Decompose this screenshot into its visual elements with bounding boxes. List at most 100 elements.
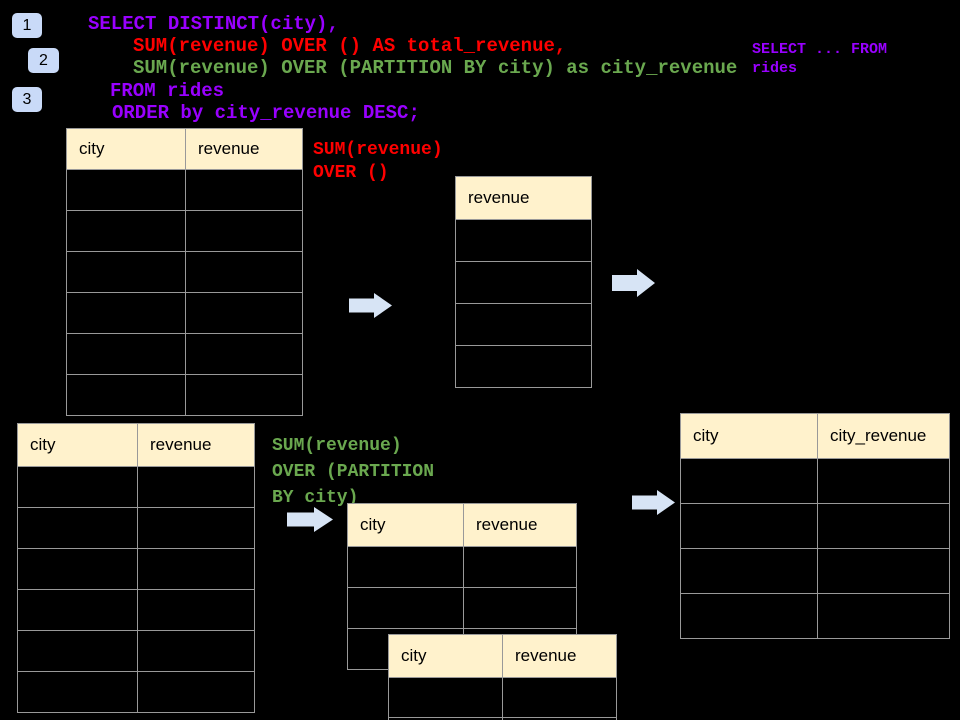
table-cell — [464, 588, 576, 628]
table-partition-back: city revenue — [388, 634, 617, 720]
step-badge-1: 1 — [12, 13, 42, 38]
table-cell — [456, 220, 591, 261]
table-row — [456, 303, 591, 345]
column-header: city — [681, 414, 818, 458]
table-cell — [681, 459, 818, 503]
table-header-row: city revenue — [389, 635, 616, 677]
table-cell — [67, 211, 186, 251]
total-over-label-line-1: SUM(revenue) — [313, 140, 443, 160]
table-row — [389, 677, 616, 717]
table-row — [681, 548, 949, 593]
table-cell — [456, 346, 591, 387]
arrow-right-icon — [349, 293, 392, 318]
table-row — [681, 593, 949, 638]
sql-line-from: FROM rides — [110, 80, 225, 102]
column-header: revenue — [515, 646, 577, 665]
table-row — [18, 507, 254, 548]
column-header: city — [348, 504, 464, 546]
table-cell — [67, 375, 186, 415]
arrow-right-icon — [287, 507, 333, 532]
table-row — [67, 251, 302, 292]
column-header: city — [67, 129, 186, 169]
table-cell — [67, 252, 186, 292]
table-cell — [18, 549, 138, 589]
table-cell — [818, 549, 949, 593]
table-cell — [138, 672, 254, 712]
table-row — [18, 548, 254, 589]
table-cell — [67, 170, 186, 210]
table-cell — [138, 508, 254, 548]
table-cell — [818, 594, 949, 638]
step-badge-3: 3 — [12, 87, 42, 112]
table-cell — [348, 588, 464, 628]
table-cell — [138, 590, 254, 630]
table-cell — [18, 508, 138, 548]
table-cell — [186, 252, 302, 292]
table-row — [18, 671, 254, 712]
table-cell — [681, 504, 818, 548]
table-row — [18, 466, 254, 507]
column-header: city_revenue — [830, 426, 927, 445]
table-partition-front: city revenue — [347, 503, 577, 670]
table-cell — [18, 467, 138, 507]
table-row — [348, 546, 576, 587]
table-cell — [681, 594, 818, 638]
table-row — [67, 169, 302, 210]
table-header-row: city revenue — [348, 504, 576, 546]
table-cell — [456, 304, 591, 345]
table-cell — [67, 334, 186, 374]
table-source-top: city revenue — [66, 128, 303, 416]
table-cell — [389, 718, 503, 720]
table-row — [67, 210, 302, 251]
table-row — [18, 630, 254, 671]
partition-label-line-3: BY city) — [272, 488, 359, 508]
table-cell — [818, 504, 949, 548]
table-result: city city_revenue — [680, 413, 950, 639]
table-cell — [818, 459, 949, 503]
table-row — [456, 345, 591, 387]
arrow-right-icon — [632, 490, 675, 515]
table-cell — [681, 549, 818, 593]
sql-line-total: SUM(revenue) OVER () AS total_revenue, — [133, 35, 567, 57]
table-cell — [18, 631, 138, 671]
table-cell — [138, 549, 254, 589]
sql-line-select: SELECT DISTINCT(city), — [88, 13, 339, 35]
sql-line-order: ORDER by city_revenue DESC; — [112, 102, 420, 124]
table-cell — [186, 293, 302, 333]
column-header: revenue — [198, 139, 260, 158]
table-cell — [67, 293, 186, 333]
column-header: revenue — [150, 435, 212, 454]
column-header: revenue — [476, 515, 538, 534]
table-row — [67, 333, 302, 374]
table-row — [456, 219, 591, 261]
step-badge-2: 2 — [28, 48, 59, 73]
table-cell — [389, 678, 503, 717]
table-row — [18, 589, 254, 630]
column-header: revenue — [468, 188, 530, 207]
table-cell — [503, 678, 616, 717]
table-cell — [18, 590, 138, 630]
total-over-label-line-2: OVER () — [313, 163, 389, 183]
table-total-revenue: revenue — [455, 176, 592, 388]
from-note-line-2: rides — [752, 60, 798, 77]
table-cell — [186, 375, 302, 415]
table-cell — [464, 547, 576, 587]
table-cell — [186, 170, 302, 210]
partition-label-line-1: SUM(revenue) — [272, 436, 402, 456]
table-header-row: city city_revenue — [681, 414, 949, 458]
table-row — [681, 458, 949, 503]
sql-line-partition: SUM(revenue) OVER (PARTITION BY city) as… — [133, 57, 738, 79]
arrow-right-icon — [612, 269, 655, 297]
table-cell — [138, 631, 254, 671]
table-header-row: city revenue — [67, 129, 302, 169]
table-row — [67, 374, 302, 415]
table-row — [456, 261, 591, 303]
table-cell — [138, 467, 254, 507]
table-row — [389, 717, 616, 720]
table-row — [681, 503, 949, 548]
column-header: city — [389, 635, 503, 677]
table-cell — [348, 547, 464, 587]
table-cell — [186, 334, 302, 374]
